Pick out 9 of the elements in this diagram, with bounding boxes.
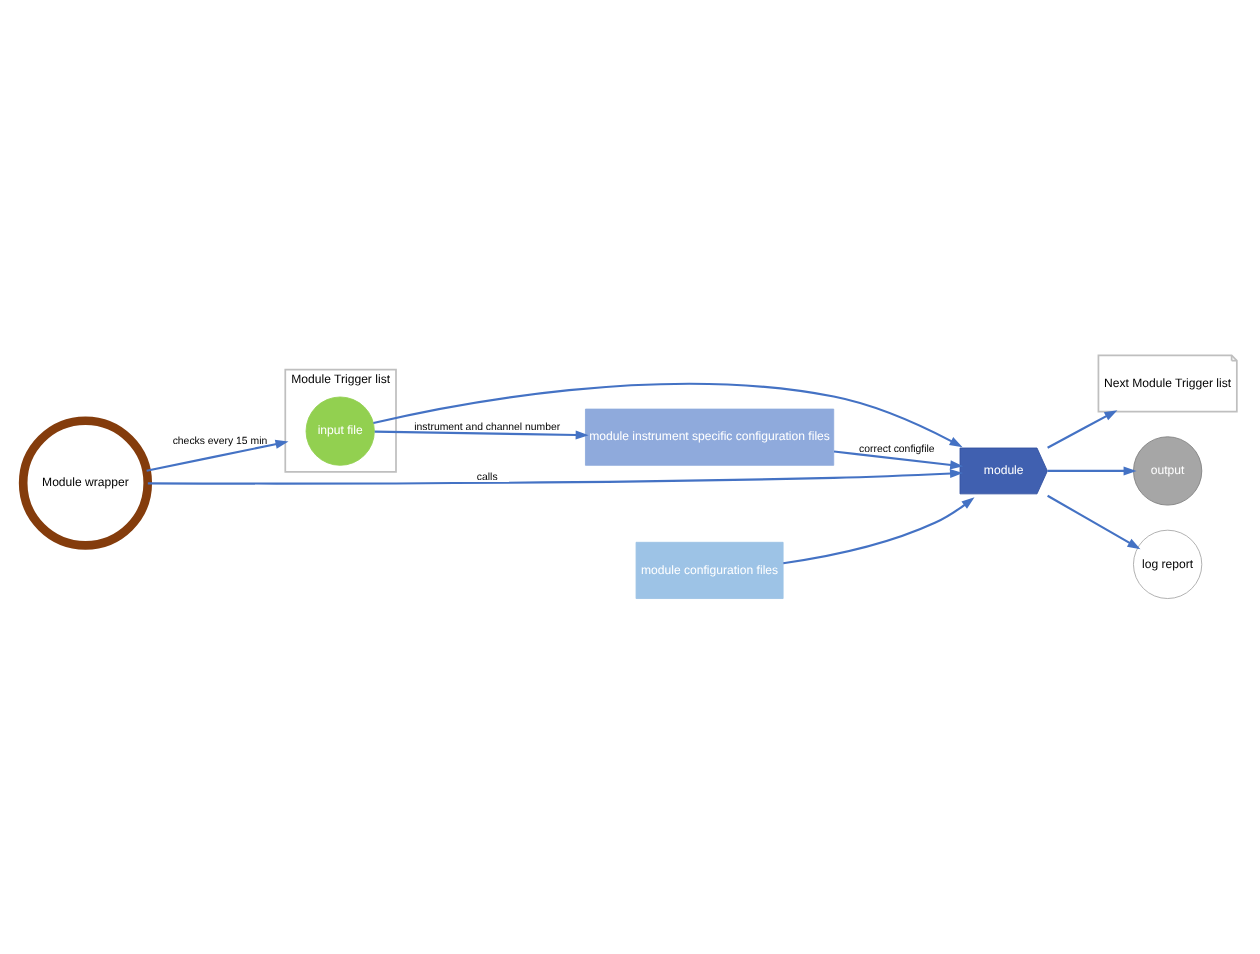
arrow [783,497,975,565]
arrow [1047,410,1118,449]
arrow [1047,494,1141,550]
arrow [146,439,289,472]
arrow [833,450,964,470]
arrow [1047,466,1137,476]
arrow [373,382,963,448]
arrow [147,469,964,485]
arrow [374,430,589,440]
